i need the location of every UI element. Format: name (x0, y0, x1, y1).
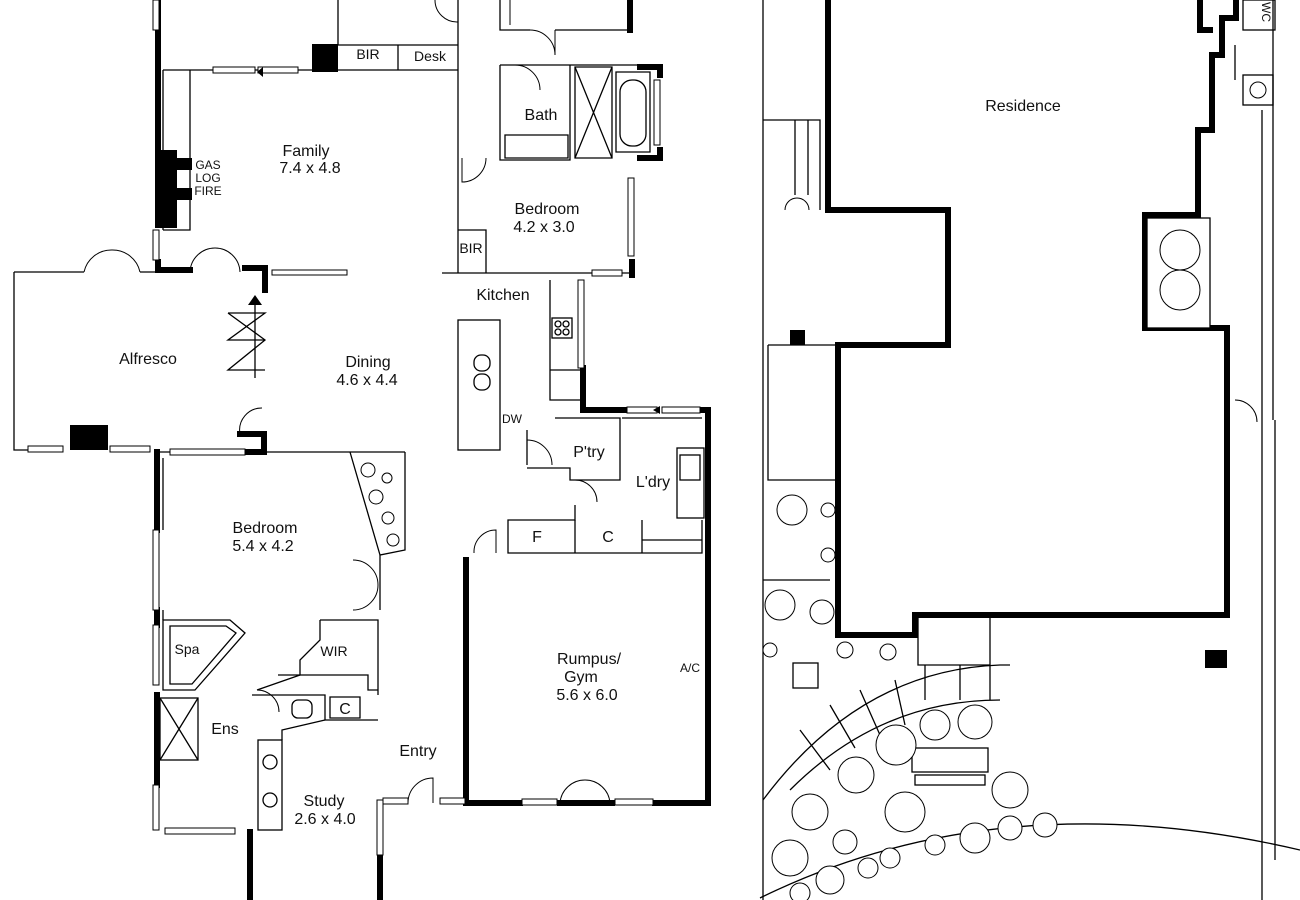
cupboard-label-2: C (339, 701, 351, 718)
log-label: LOG (195, 171, 220, 185)
bedroom-top-size: 4.2 x 3.0 (513, 219, 574, 236)
desk-label: Desk (414, 48, 447, 64)
residence-label: Residence (985, 98, 1061, 115)
wir-label: WIR (320, 643, 347, 659)
laundry-label: L'dry (636, 474, 670, 491)
fridge-label: F (532, 529, 542, 546)
dining-name: Dining (345, 354, 390, 371)
garden-plants (762, 494, 1058, 900)
ac-label: A/C (680, 661, 700, 675)
spa-label: Spa (175, 641, 200, 657)
kitchen-label: Kitchen (476, 287, 529, 304)
site-plan: WC (759, 0, 1300, 900)
dw-label: DW (502, 412, 523, 426)
alfresco-label: Alfresco (119, 351, 177, 368)
wc-label: WC (1259, 2, 1273, 22)
rumpus-name-1: Rumpus/ (557, 651, 622, 668)
bir-label-2: BIR (459, 240, 482, 256)
bedroom-main-name: Bedroom (233, 520, 298, 537)
rumpus-size: 5.6 x 6.0 (556, 687, 617, 704)
ensuite-label: Ens (211, 721, 239, 738)
family-size: 7.4 x 4.8 (279, 160, 340, 177)
pillar (312, 44, 338, 72)
interior-walls (13, 0, 705, 831)
doors (83, 0, 611, 804)
pantry-label: P'try (573, 444, 605, 461)
study-size: 2.6 x 4.0 (294, 811, 355, 828)
windows (27, 0, 701, 856)
family-name: Family (282, 143, 329, 160)
bir-label: BIR (356, 46, 379, 62)
rumpus-name-2: Gym (564, 669, 598, 686)
study-name: Study (304, 793, 345, 810)
planter (360, 462, 400, 547)
bedroom-top-name: Bedroom (515, 201, 580, 218)
cupboard-label: C (602, 529, 614, 546)
stair-symbol (226, 295, 267, 378)
entry-label: Entry (399, 743, 436, 760)
gas-label: GAS (195, 158, 220, 172)
fire-label: FIRE (194, 184, 221, 198)
dining-size: 4.6 x 4.4 (336, 372, 397, 389)
bedroom-main-size: 5.4 x 4.2 (232, 538, 293, 555)
pillar (70, 425, 108, 450)
bath-label: Bath (525, 107, 558, 124)
floor-plan: Family 7.4 x 4.8 BIR Desk GAS LOG FIRE B… (13, 0, 711, 900)
